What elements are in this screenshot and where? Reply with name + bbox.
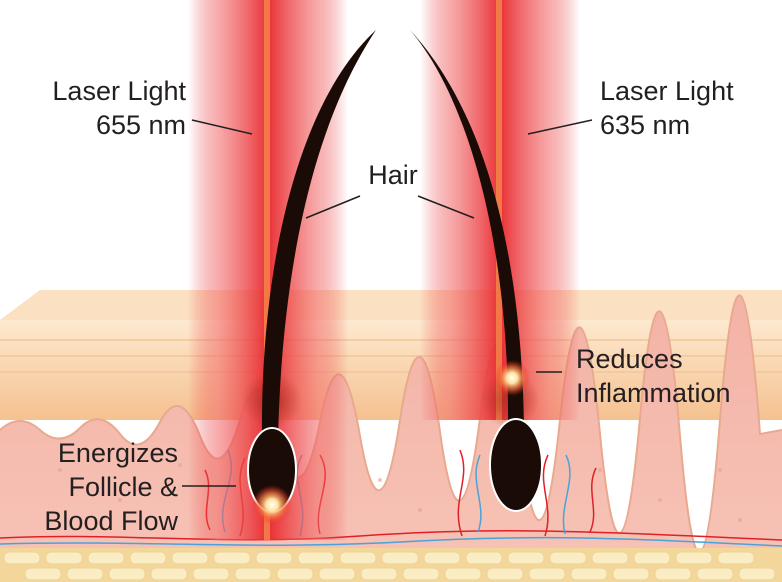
hair-label: Hair	[368, 160, 418, 190]
fat-layer	[0, 548, 782, 582]
laser-right-line1: Laser Light	[600, 76, 734, 106]
energizes-line2: Follicle &	[68, 472, 178, 502]
energizes-line1: Energizes	[57, 438, 178, 468]
leader-lines	[182, 119, 593, 487]
laser-left-label: Laser Light 655 nm	[0, 74, 186, 142]
energizes-line3: Blood Flow	[44, 506, 178, 536]
laser-right-line2: 635 nm	[600, 110, 691, 140]
reduces-label: Reduces Inflammation	[576, 342, 731, 410]
laser-right-label: Laser Light 635 nm	[600, 74, 734, 142]
glow-point-follicle	[252, 485, 292, 525]
laser-beam-right-core	[496, 0, 502, 420]
glow-point-inflammation	[494, 360, 530, 396]
energizes-label: Energizes Follicle & Blood Flow	[0, 436, 178, 538]
reduces-line1: Reduces	[576, 344, 683, 374]
laser-left-line1: Laser Light	[52, 76, 186, 106]
laser-left-line2: 655 nm	[95, 110, 186, 140]
reduces-line2: Inflammation	[576, 378, 731, 408]
follicle-bulb-right	[489, 418, 543, 512]
hair-strand-left	[261, 30, 376, 440]
laser-beam-left-core	[264, 0, 270, 540]
